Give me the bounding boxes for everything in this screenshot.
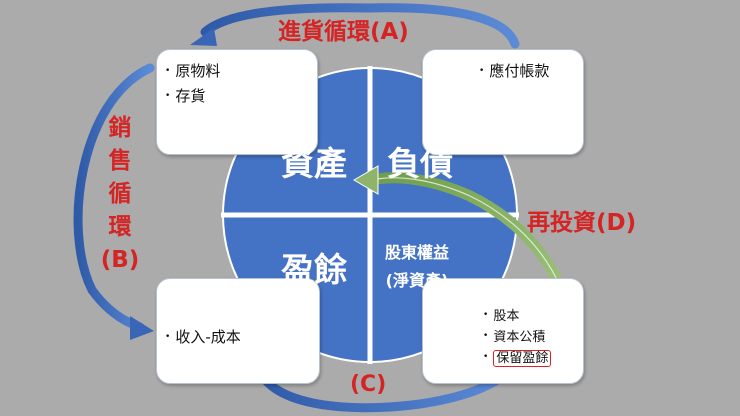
cycle-d-label: 再投資(D) [527, 210, 637, 236]
cycle-b-char: 環 [108, 214, 132, 240]
assets-label: 資產 [281, 144, 347, 183]
list-item: 收入-成本 [165, 326, 240, 351]
raw-materials-box: 原物料 存貨 [156, 49, 318, 155]
cycle-a-label: 進貨循環(A) [278, 19, 409, 45]
list-item: 資本公積 [483, 328, 551, 349]
list-item: 股本 [483, 307, 551, 328]
retained-label: 盈餘 [281, 250, 347, 289]
cycle-b-label: 銷 售 循 環 (B) [100, 112, 140, 277]
list-item: 存貨 [165, 85, 220, 110]
arrow-a [190, 3, 520, 49]
liabilities-label: 負債 [387, 144, 453, 183]
equity-items-box: 股本 資本公積 保留盈餘 [422, 278, 584, 384]
equity-label-line1: 股東權益 [384, 243, 449, 262]
cycle-b-char: (B) [100, 247, 140, 273]
arrow-b [73, 63, 155, 340]
cycle-b-char: 售 [108, 148, 132, 174]
list-item: 原物料 [165, 60, 220, 85]
cycle-b-char: 循 [108, 181, 132, 207]
equity-label-line2: (淨資產) [385, 271, 449, 290]
cycle-b-char: 銷 [108, 115, 132, 141]
list-item: 保留盈餘 [483, 349, 552, 370]
retained-earnings-highlight: 保留盈餘 [493, 350, 552, 367]
cycle-c-label: (C) [350, 372, 387, 397]
payables-box: 應付帳款 [422, 49, 584, 155]
income-box: 收入-成本 [156, 278, 320, 384]
list-item: 應付帳款 [479, 60, 549, 85]
equity-label: 股東權益 (淨資產) [374, 239, 460, 295]
